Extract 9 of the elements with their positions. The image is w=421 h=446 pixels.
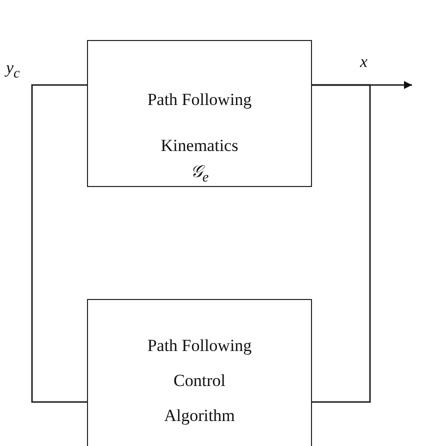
process-box — [87, 299, 312, 446]
signal-label: y$_{c}$ — [6, 58, 20, 82]
connector-line — [312, 84, 371, 403]
signal-label: x — [360, 52, 368, 72]
connector-line — [31, 84, 87, 403]
math-symbol: 𝒢$_{e}$ — [189, 161, 210, 188]
process-box — [87, 40, 312, 187]
box-title: Path Following Kinematics — [146, 89, 253, 157]
box-title: Path Following Control Algorithm — [146, 335, 253, 427]
